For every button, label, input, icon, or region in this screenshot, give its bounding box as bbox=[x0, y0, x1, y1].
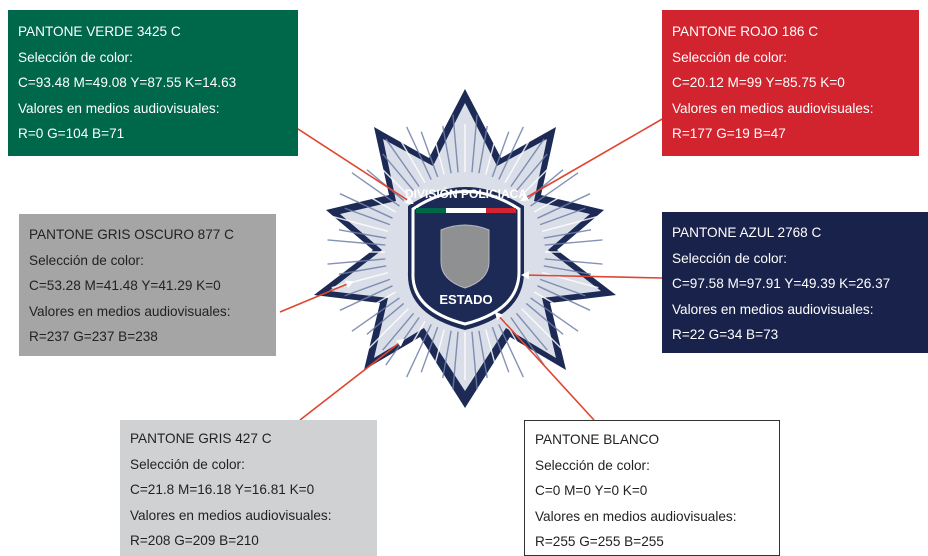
badge-ray bbox=[498, 126, 524, 180]
card-cmyk: C=21.8 M=16.18 Y=16.81 K=0 bbox=[130, 482, 315, 498]
badge-ray bbox=[327, 258, 386, 265]
badge-ray bbox=[428, 329, 445, 386]
card-rgb-label: Valores en medios audiovisuales: bbox=[29, 303, 231, 319]
flag-stripe-green bbox=[416, 208, 446, 213]
badge-ray bbox=[351, 297, 400, 332]
card-rgb-label: Valores en medios audiovisuales: bbox=[672, 100, 874, 116]
card-title: PANTONE GRIS 427 C bbox=[130, 431, 272, 446]
card-title: PANTONE AZUL 2768 C bbox=[672, 225, 822, 240]
badge-ray bbox=[539, 278, 586, 297]
color-card-blanco: PANTONE BLANCO Selección de color: C=0 M… bbox=[524, 420, 780, 556]
badge-ray bbox=[366, 302, 405, 335]
flag-stripe-red bbox=[486, 208, 516, 213]
card-rgb-label: Valores en medios audiovisuales: bbox=[672, 301, 874, 317]
badge-ray bbox=[544, 258, 603, 265]
card-rgb-label: Valores en medios audiovisuales: bbox=[130, 507, 332, 523]
badge-ray bbox=[338, 229, 387, 239]
badge-ray bbox=[331, 215, 388, 232]
card-title: PANTONE BLANCO bbox=[535, 432, 660, 447]
card-rgb-label: Valores en medios audiovisuales: bbox=[18, 100, 220, 116]
badge-ray bbox=[442, 330, 452, 379]
badge-ray bbox=[420, 131, 439, 178]
color-card-gris-oscuro: PANTONE GRIS OSCURO 877 C Selección de c… bbox=[19, 214, 276, 356]
badge-ray bbox=[471, 331, 478, 390]
badge-ray bbox=[442, 125, 452, 174]
card-subtitle: Selección de color: bbox=[672, 250, 787, 266]
badge-ray bbox=[491, 131, 510, 178]
card-title: PANTONE ROJO 186 C bbox=[672, 24, 819, 39]
badge-ray bbox=[344, 207, 391, 226]
shield-icon bbox=[440, 224, 490, 289]
card-cmyk: C=20.12 M=99 Y=85.75 K=0 bbox=[672, 75, 845, 91]
badge-ray bbox=[452, 114, 459, 173]
color-card-rojo: PANTONE ROJO 186 C Selección de color: C… bbox=[662, 10, 919, 156]
card-rgb: R=255 G=255 B=255 bbox=[535, 534, 664, 550]
badge-ray bbox=[452, 331, 459, 390]
badge-ray bbox=[353, 291, 397, 317]
card-subtitle: Selección de color: bbox=[535, 457, 650, 473]
card-subtitle: Selección de color: bbox=[130, 456, 245, 472]
badge-ray bbox=[400, 320, 426, 364]
badge-ray bbox=[420, 326, 439, 373]
card-cmyk: C=0 M=0 Y=0 K=0 bbox=[535, 483, 648, 499]
color-card-gris-427: PANTONE GRIS 427 C Selección de color: C… bbox=[120, 420, 377, 556]
badge-ray bbox=[327, 239, 386, 246]
badge-ray bbox=[543, 265, 592, 275]
card-rgb-label: Valores en medios audiovisuales: bbox=[535, 508, 737, 524]
flag-stripe-white bbox=[446, 208, 486, 213]
badge-ray bbox=[544, 239, 603, 246]
card-subtitle: Selección de color: bbox=[18, 49, 133, 65]
badge-ray bbox=[542, 215, 599, 232]
badge-ray bbox=[478, 125, 488, 174]
card-subtitle: Selección de color: bbox=[672, 49, 787, 65]
badge-ray bbox=[533, 291, 577, 317]
card-cmyk: C=93.48 M=49.08 Y=87.55 K=14.63 bbox=[18, 75, 237, 91]
card-subtitle: Selección de color: bbox=[29, 252, 144, 268]
color-card-verde: PANTONE VERDE 3425 C Selección de color:… bbox=[8, 10, 298, 156]
badge-ray bbox=[406, 324, 432, 378]
badge-bottom-text: ESTADO bbox=[439, 292, 492, 307]
badge-ray bbox=[485, 118, 502, 175]
card-cmyk: C=97.58 M=97.91 Y=49.39 K=26.37 bbox=[672, 276, 891, 292]
card-rgb: R=237 G=237 B=238 bbox=[29, 329, 158, 345]
badge-ray bbox=[338, 265, 387, 275]
badge-top-text: DIVISIÓN POLICIACA bbox=[405, 186, 527, 201]
card-rgb: R=22 G=34 B=73 bbox=[672, 327, 779, 343]
badge-ray bbox=[543, 229, 592, 239]
card-title: PANTONE GRIS OSCURO 877 C bbox=[29, 227, 234, 242]
card-cmyk: C=53.28 M=41.48 Y=41.29 K=0 bbox=[29, 278, 221, 294]
color-card-azul: PANTONE AZUL 2768 C Selección de color: … bbox=[662, 212, 928, 353]
card-rgb: R=208 G=209 B=210 bbox=[130, 533, 259, 549]
badge-ray bbox=[478, 330, 488, 379]
card-rgb: R=0 G=104 B=71 bbox=[18, 126, 125, 142]
badge-ray bbox=[471, 114, 478, 173]
card-title: PANTONE VERDE 3425 C bbox=[18, 24, 181, 39]
card-rgb: R=177 G=19 B=47 bbox=[672, 126, 786, 142]
badge-ray bbox=[428, 118, 445, 175]
badge-ray bbox=[537, 285, 591, 311]
badge-ray bbox=[539, 207, 586, 226]
